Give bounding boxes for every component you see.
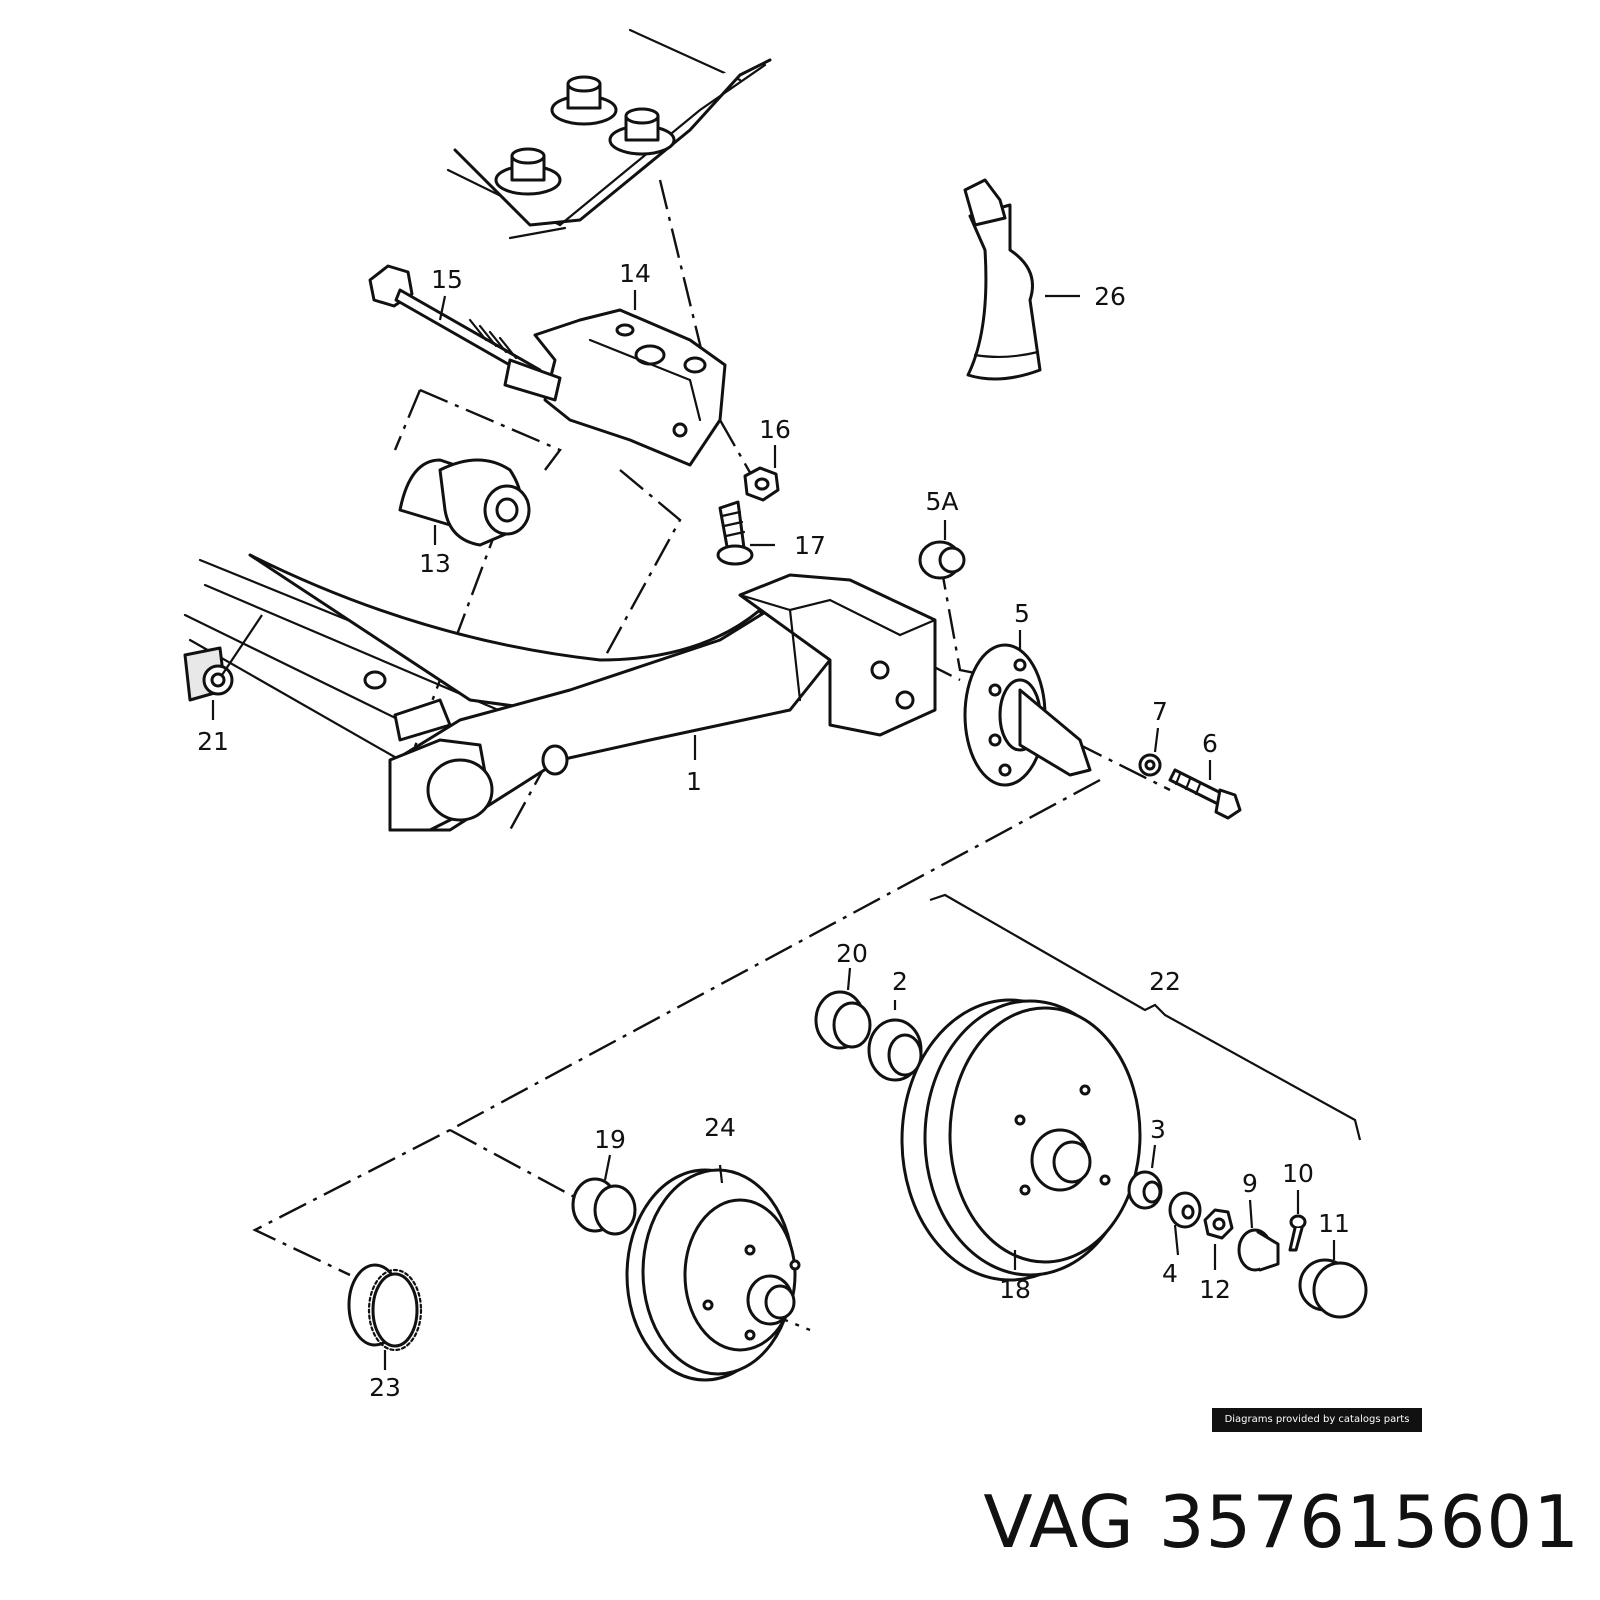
lock-cap-9 bbox=[1237, 1228, 1280, 1272]
bolt-6 bbox=[1168, 768, 1242, 820]
callout-4: 4 bbox=[1162, 1259, 1178, 1288]
callout-23: 23 bbox=[369, 1373, 401, 1402]
callouts: 1 2 3 4 5 5A 6 7 9 10 11 12 13 14 15 16 … bbox=[197, 259, 1350, 1402]
leader-lines bbox=[211, 290, 1336, 1370]
panel-stud bbox=[608, 107, 676, 156]
washer-4 bbox=[1168, 1191, 1202, 1229]
bearing-3 bbox=[1127, 1170, 1163, 1210]
callout-12: 12 bbox=[1199, 1275, 1231, 1304]
callout-6: 6 bbox=[1202, 729, 1218, 758]
callout-11: 11 bbox=[1318, 1209, 1350, 1238]
bearing-2 bbox=[867, 1018, 923, 1082]
callout-7: 7 bbox=[1152, 697, 1168, 726]
callout-20: 20 bbox=[836, 939, 868, 968]
washer-7 bbox=[1138, 753, 1162, 777]
mounting-bracket-14 bbox=[503, 308, 727, 467]
callout-19: 19 bbox=[594, 1125, 626, 1154]
bearing-19 bbox=[571, 1177, 637, 1236]
diagram-credit-badge: Diagrams provided by catalogs parts bbox=[1212, 1408, 1422, 1432]
callout-17: 17 bbox=[794, 531, 826, 560]
callout-18: 18 bbox=[999, 1275, 1031, 1304]
panel-stud bbox=[550, 75, 618, 126]
nut-12 bbox=[1203, 1208, 1234, 1240]
brake-drum-18 bbox=[900, 998, 1142, 1282]
axle-beam-1 bbox=[183, 553, 937, 832]
nut-16 bbox=[743, 466, 780, 502]
callout-15: 15 bbox=[431, 265, 463, 294]
callout-22: 22 bbox=[1149, 967, 1181, 996]
bolt-15 bbox=[368, 264, 542, 382]
callout-9: 9 bbox=[1242, 1169, 1258, 1198]
brand-name: VAG bbox=[983, 1480, 1135, 1564]
abs-ring-23 bbox=[347, 1263, 423, 1352]
part-title: VAG 357615601 bbox=[950, 1480, 1580, 1564]
sleeve-5A bbox=[918, 540, 966, 580]
clip-21 bbox=[183, 646, 234, 702]
callout-26: 26 bbox=[1094, 282, 1126, 311]
callout-24: 24 bbox=[704, 1113, 736, 1142]
grease-tube-26 bbox=[963, 178, 1042, 381]
bracket-22 bbox=[929, 893, 1362, 1141]
panel-stud bbox=[494, 147, 562, 196]
callout-13: 13 bbox=[419, 549, 451, 578]
callout-5A: 5A bbox=[925, 487, 958, 516]
part-number: 357615601 bbox=[1158, 1480, 1580, 1564]
callout-3: 3 bbox=[1150, 1115, 1166, 1144]
callout-10: 10 bbox=[1282, 1159, 1314, 1188]
callout-2: 2 bbox=[892, 967, 908, 996]
callout-16: 16 bbox=[759, 415, 791, 444]
brake-disc-24 bbox=[625, 1168, 801, 1382]
rubber-bush-13 bbox=[398, 458, 531, 547]
stub-axle-5 bbox=[963, 643, 1092, 787]
grease-cap-11 bbox=[1298, 1258, 1368, 1319]
callout-5: 5 bbox=[1014, 599, 1030, 628]
callout-21: 21 bbox=[197, 727, 229, 756]
callout-14: 14 bbox=[619, 259, 651, 288]
callout-1: 1 bbox=[686, 767, 702, 796]
seal-20 bbox=[814, 990, 872, 1050]
split-pin-10 bbox=[1288, 1214, 1307, 1252]
body-panel bbox=[446, 28, 772, 240]
screw-17 bbox=[716, 500, 754, 566]
